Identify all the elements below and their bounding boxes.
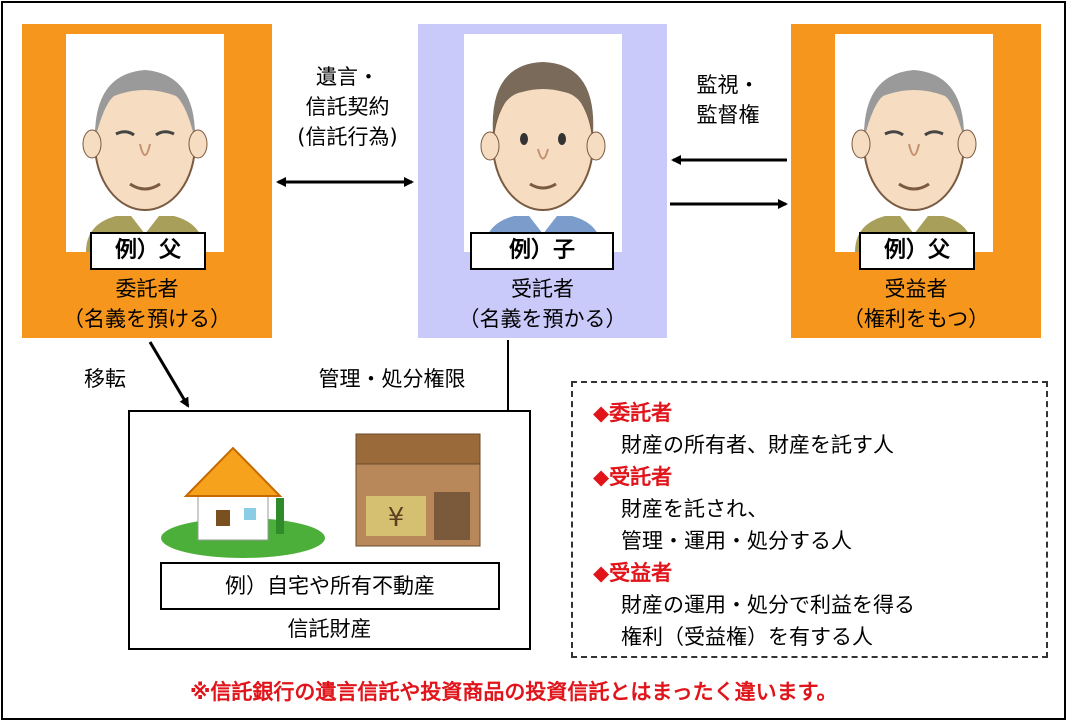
property-example-tag: 例）自宅や所有不動産: [160, 562, 500, 610]
trustee-role: 受託者 （名義を預かる）: [418, 274, 667, 334]
legend-title-settlor: ◆委託者: [593, 401, 673, 425]
legend-line: 管理・運用・処分する人: [621, 529, 852, 553]
beneficiary-role-label: 受益者: [884, 277, 948, 301]
settlor-role-sub: （名義を預ける）: [63, 307, 231, 331]
beneficiary-role: 受益者 （権利をもつ）: [791, 274, 1041, 334]
beneficiary-panel: 例）父 受益者 （権利をもつ）: [791, 24, 1041, 338]
beneficiary-example-tag: 例）父: [859, 232, 975, 270]
legend-line: 財産の所有者、財産を託す人: [621, 433, 894, 457]
legend-title-beneficiary: ◆受益者: [593, 561, 673, 585]
svg-text:¥: ¥: [388, 503, 405, 533]
trustee-example-tag: 例）子: [470, 232, 614, 270]
settlor-role: 委託者 （名義を預ける）: [22, 274, 272, 334]
trustee-role-sub: （名義を預かる）: [458, 307, 627, 331]
trustee-panel: 例）子 受託者 （名義を預かる）: [418, 24, 667, 338]
settlor-trustee-label: 遺言・ 信託契約 (信託行為): [280, 62, 415, 152]
settlor-role-label: 委託者: [115, 277, 179, 301]
label-line: 遺言・: [316, 65, 379, 89]
footnote: ※信託銀行の遺言信託や投資商品の投資信託とはまったく違います。: [190, 680, 838, 704]
label-line: 監視・: [696, 73, 760, 97]
settlor-example-tag: 例）父: [90, 232, 206, 270]
settlor-panel: 例）父 委託者 （名義を預ける）: [22, 24, 272, 338]
trust-property-box: ¥ 例）自宅や所有不動産 信託財産: [128, 410, 531, 650]
beneficiary-role-sub: （権利をもつ）: [842, 307, 990, 331]
transfer-label: 移転: [84, 367, 126, 391]
authority-label: 管理・処分権限: [318, 367, 466, 391]
legend-box: ◆委託者 財産の所有者、財産を託す人 ◆受託者 財産を託され、 管理・運用・処分…: [571, 381, 1048, 658]
legend-title-trustee: ◆受託者: [593, 465, 673, 489]
property-caption: 信託財産: [287, 617, 372, 641]
transfer-arrow: [148, 341, 190, 408]
cash-stack-icon: ¥: [355, 433, 481, 547]
trustee-portrait: [464, 34, 622, 252]
beneficiary-portrait: [835, 34, 993, 252]
label-line: 信託契約: [305, 95, 390, 119]
legend-line: 財産を託され、: [621, 497, 769, 521]
trustee-role-label: 受託者: [511, 277, 574, 301]
label-line: (信託行為): [297, 125, 398, 149]
house-icon: [161, 446, 325, 558]
label-line: 監督権: [696, 103, 760, 127]
settlor-portrait: [66, 34, 224, 252]
legend-line: 権利（受益権）を有する人: [621, 625, 873, 649]
oversight-label: 監視・ 監督権: [668, 70, 788, 130]
legend-line: 財産の運用・処分で利益を得る: [621, 593, 915, 617]
